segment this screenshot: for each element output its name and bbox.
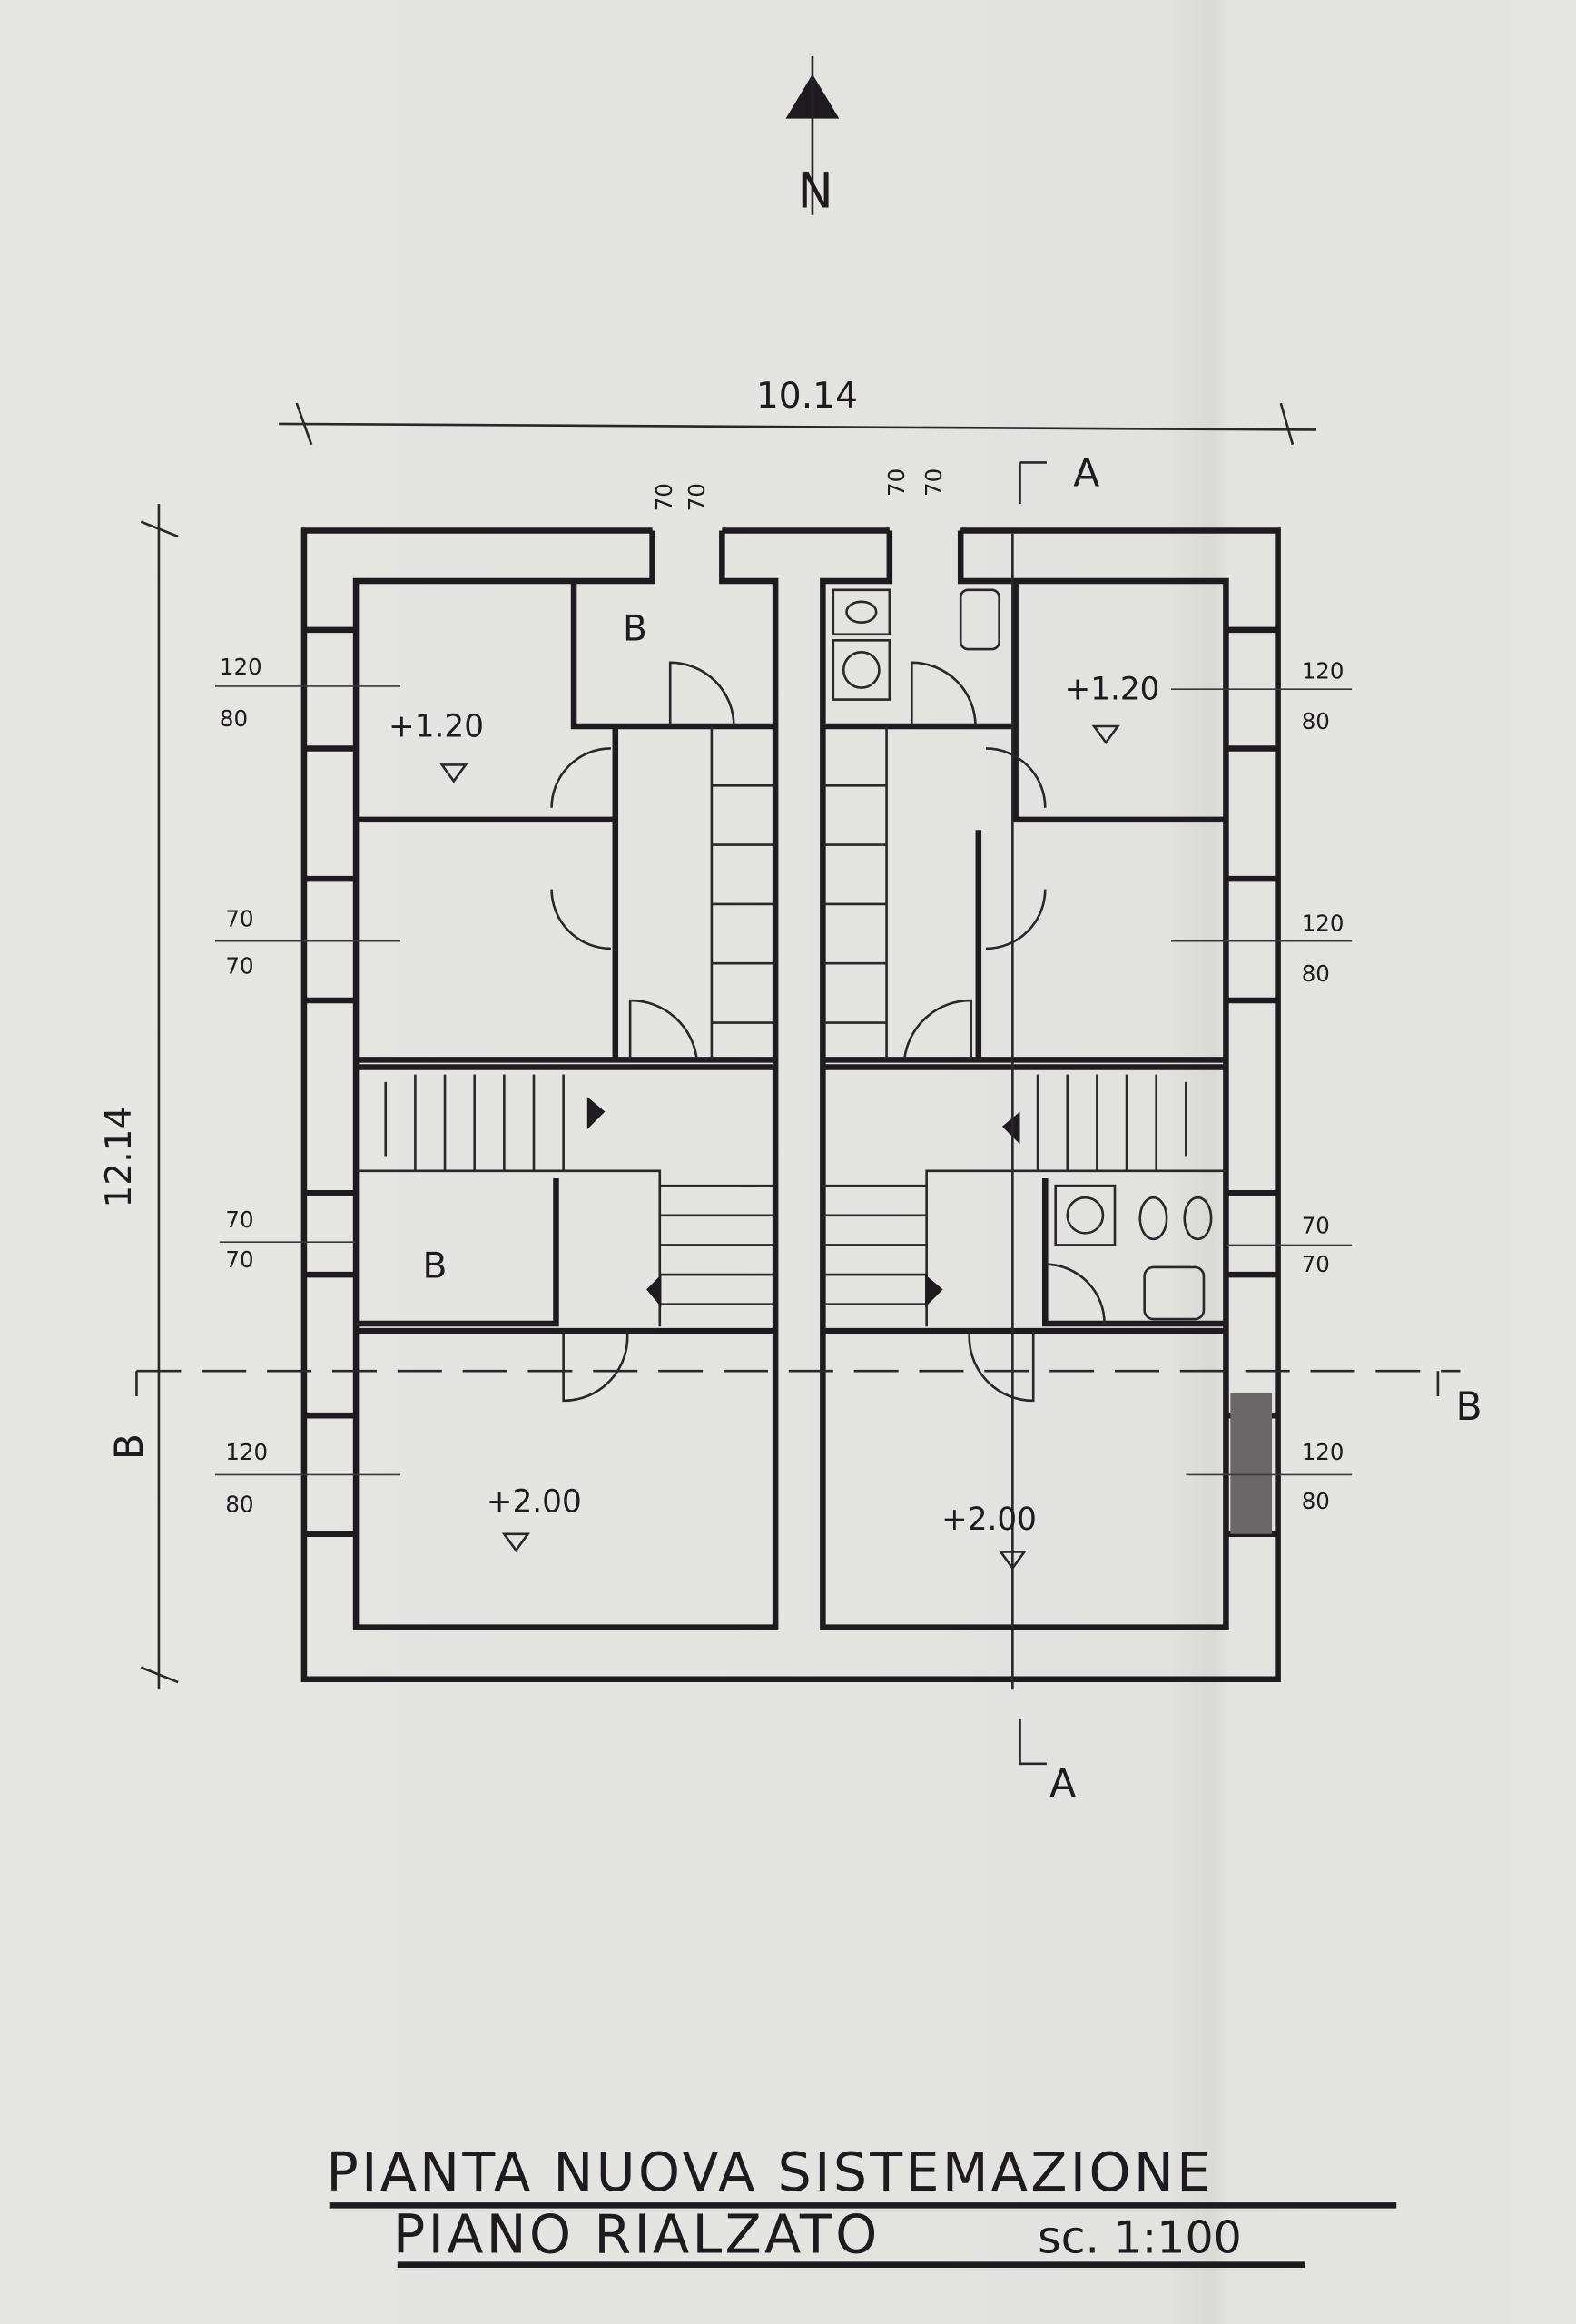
section-b-right-label: B <box>1456 1385 1482 1430</box>
closet-label-bottom: B <box>423 1246 448 1286</box>
section-line-a <box>1011 461 1047 1766</box>
section-a-top-label: A <box>1073 452 1099 497</box>
window-dim-left-2-a: 70 <box>225 905 253 931</box>
window-dim-top-right-2: 70 <box>921 468 947 497</box>
level-upper-left: +1.20 <box>389 708 484 744</box>
section-line-b <box>135 1369 1461 1396</box>
width-dimension-line <box>279 402 1317 446</box>
interior-walls <box>356 581 1226 1334</box>
window-dim-top-left-1: 70 <box>651 483 677 511</box>
window-dim-left-3-a: 70 <box>225 1206 253 1233</box>
bathroom-fixtures <box>832 588 1213 1321</box>
window-dim-left-4-a: 120 <box>225 1439 268 1465</box>
title-line-2: PIANO RIALZATO <box>393 2203 881 2266</box>
depth-dimension: 12.14 <box>99 1106 140 1207</box>
section-a-bottom-label: A <box>1049 1762 1076 1807</box>
window-dim-right-4-b: 80 <box>1302 1488 1330 1514</box>
closet-label-top: B <box>623 608 647 649</box>
exterior-walls <box>300 527 1281 1683</box>
north-arrow-icon <box>785 56 840 215</box>
staircase-right <box>822 1074 1226 1327</box>
window-dim-left-4-b: 80 <box>225 1491 253 1517</box>
window-dim-left-2-b: 70 <box>225 953 253 980</box>
level-lower-left: +2.00 <box>487 1483 582 1520</box>
section-b-left-label: B <box>108 1433 153 1460</box>
window-dim-left-1-b: 80 <box>220 705 248 732</box>
level-upper-right: +1.20 <box>1064 672 1159 708</box>
hatched-wall-section <box>1230 1393 1273 1534</box>
width-dimension: 10.14 <box>756 376 858 417</box>
level-marker-icons <box>439 724 1120 1571</box>
title-line-1: PIANTA NUOVA SISTEMAZIONE <box>326 2141 1213 2203</box>
window-dim-right-1-a: 120 <box>1302 658 1345 684</box>
window-dim-right-4-a: 120 <box>1302 1439 1345 1465</box>
level-lower-right: +2.00 <box>941 1502 1037 1538</box>
depth-dimension-line <box>140 504 179 1690</box>
window-dim-right-3-b: 70 <box>1302 1251 1330 1277</box>
north-label: N <box>798 165 833 220</box>
window-dim-right-1-b: 80 <box>1302 708 1330 734</box>
staircase-left <box>356 1074 776 1327</box>
window-dim-top-right-1: 70 <box>883 468 910 497</box>
title-scale: sc. 1:100 <box>1038 2212 1242 2264</box>
window-dim-left-3-b: 70 <box>225 1246 253 1273</box>
door-swings <box>550 661 1106 1403</box>
window-dim-right-2-a: 120 <box>1302 910 1345 936</box>
title-underlines <box>329 2202 1397 2268</box>
window-dim-right-3-a: 70 <box>1302 1212 1330 1238</box>
window-dim-right-2-b: 80 <box>1302 960 1330 987</box>
window-dim-top-left-2: 70 <box>684 483 710 511</box>
window-dim-left-1-a: 120 <box>220 654 262 680</box>
